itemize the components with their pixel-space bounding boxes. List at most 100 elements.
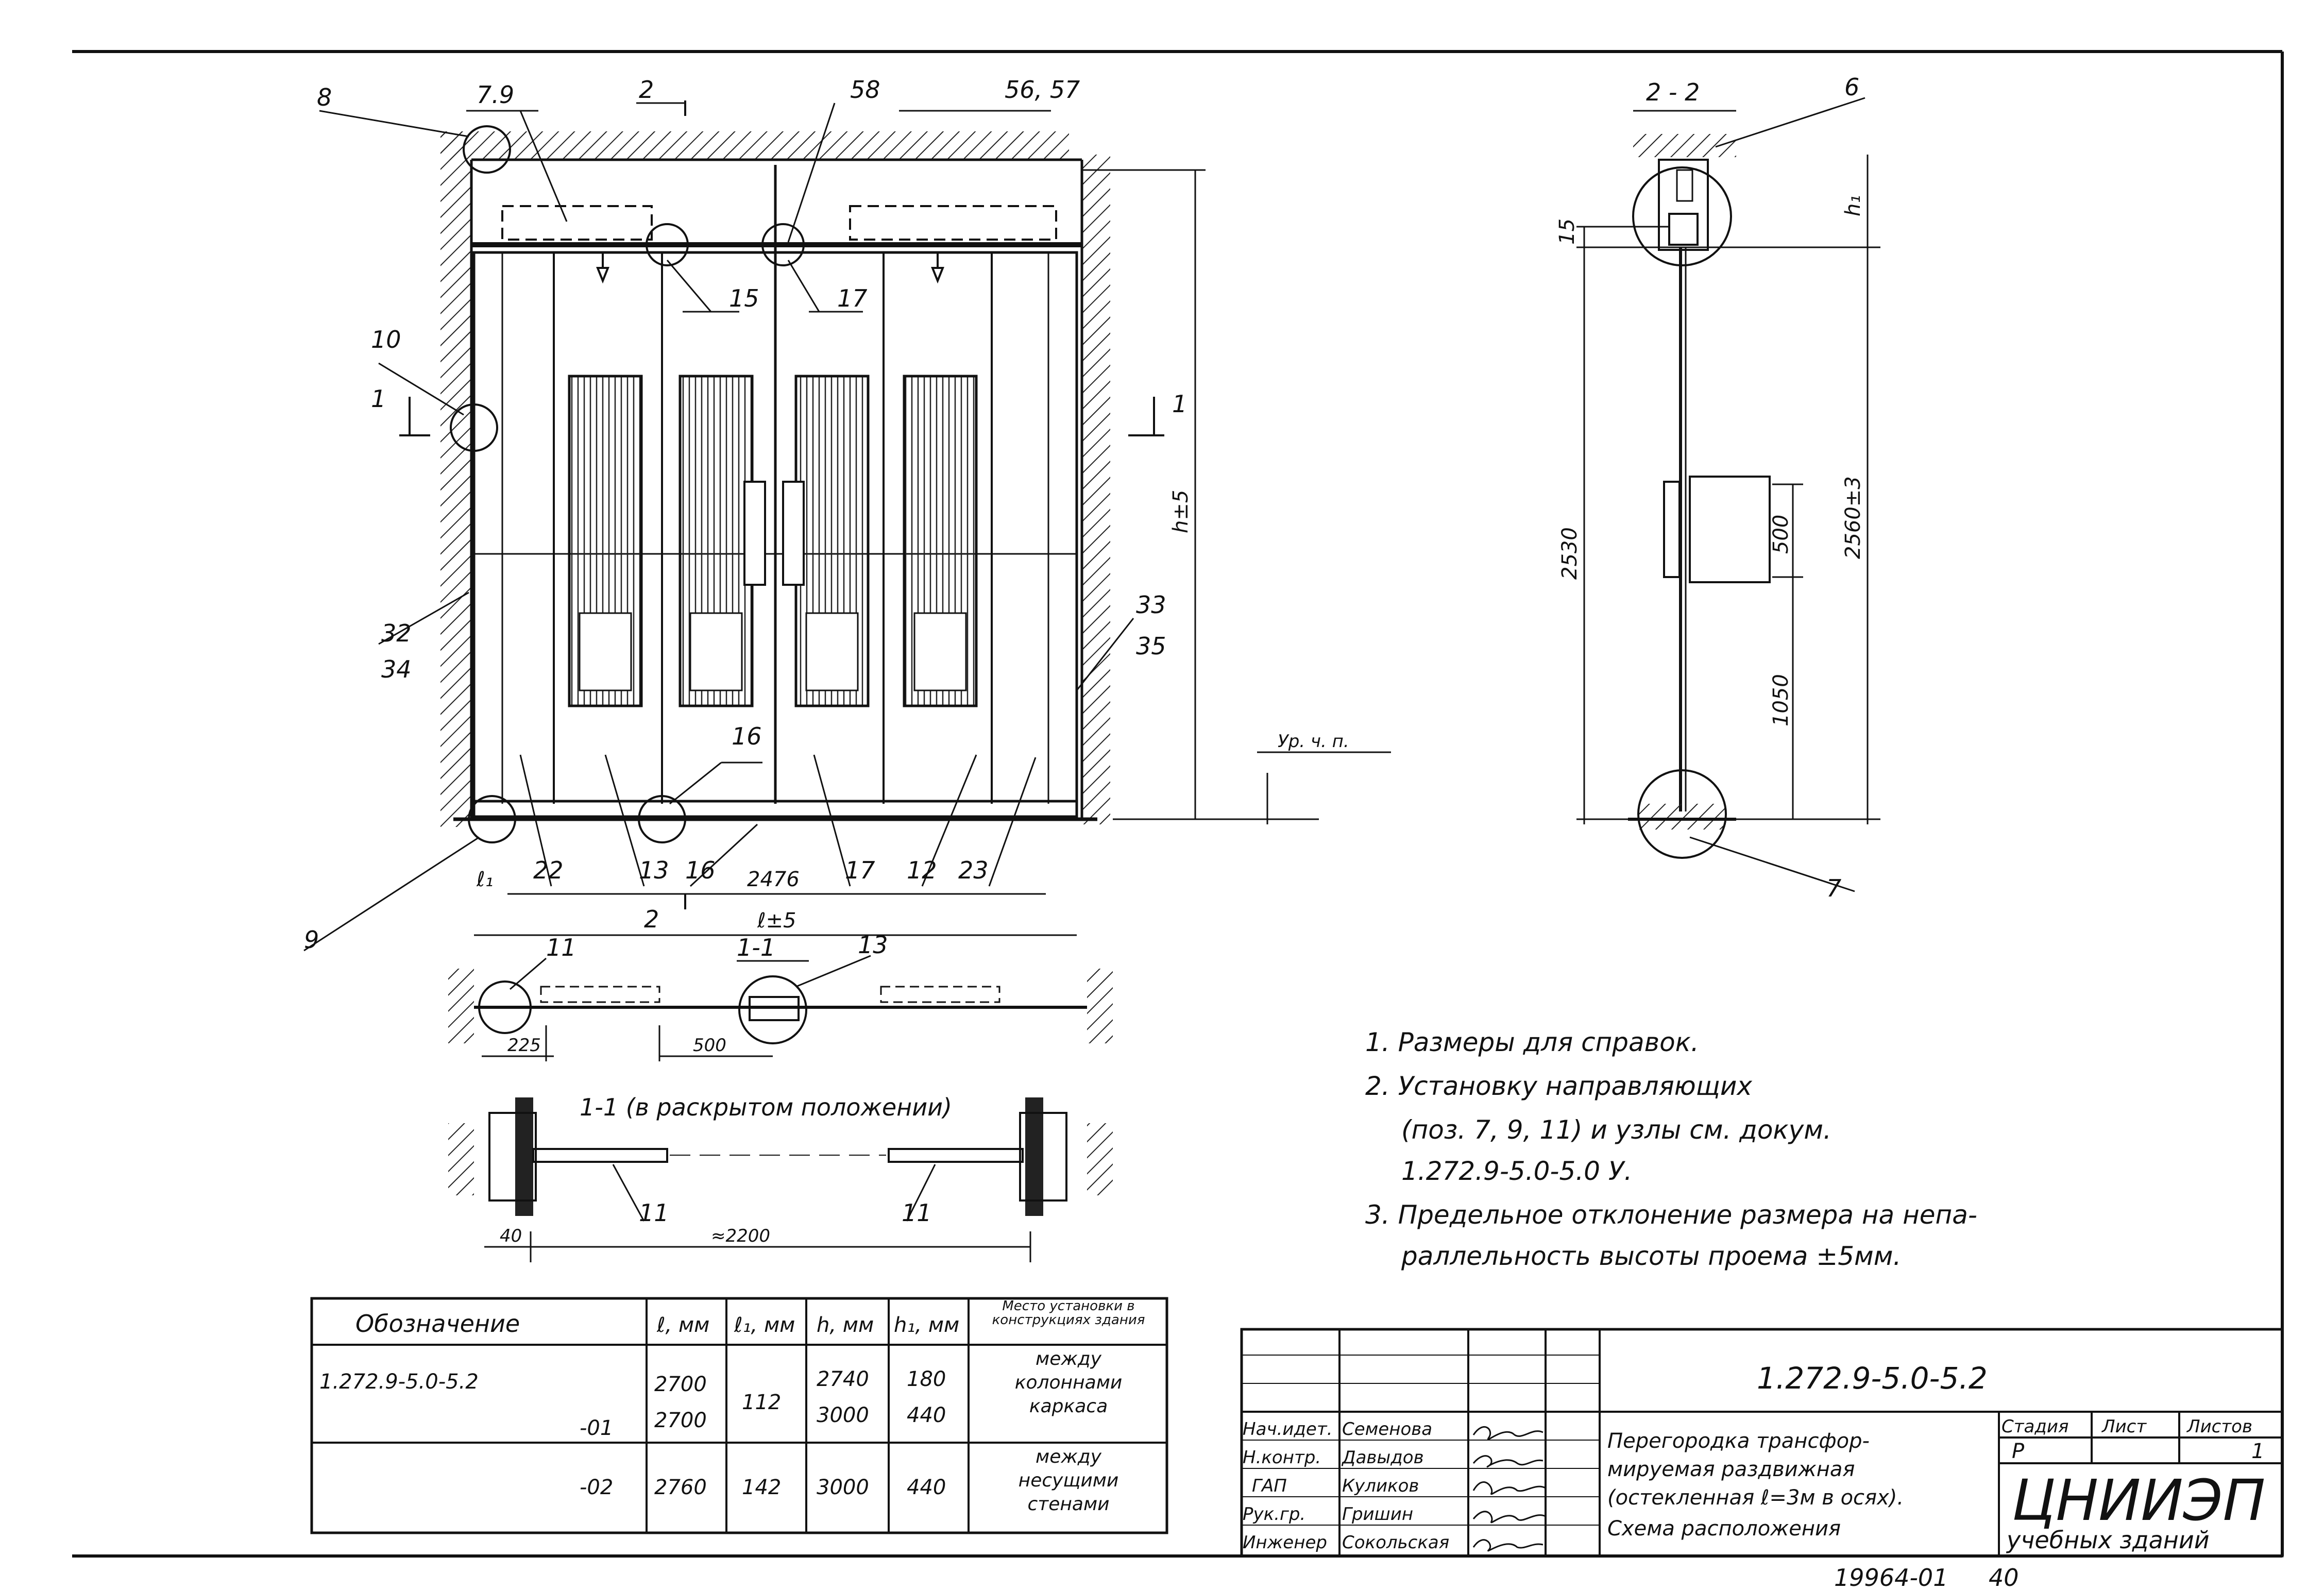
dim-2476: 2476 [747, 868, 800, 891]
row2-l: 2760 [654, 1476, 707, 1499]
name-2: Куликов [1342, 1476, 1419, 1496]
org-name: ЦНИИЭП [2012, 1467, 2265, 1533]
dim-500: 500 [693, 1035, 726, 1056]
stage-label: Стадия [2001, 1416, 2068, 1437]
footer: 19964-01 40 [1834, 1564, 2019, 1590]
section-2-2-title: 2 - 2 [1646, 78, 1700, 106]
th-l1: ℓ₁, мм [734, 1313, 795, 1337]
name-3: Гришин [1342, 1504, 1413, 1525]
row0-designation: 1.272.9-5.0-5.2 [319, 1370, 479, 1394]
callout-11-c: 11 [902, 1199, 932, 1227]
row0-h1: 180 [907, 1367, 946, 1391]
glazing-panels [568, 375, 978, 707]
front-elevation [303, 100, 1391, 952]
note-1: 1. Размеры для справок. [1365, 1027, 1699, 1057]
row2-l1: 142 [742, 1476, 781, 1499]
row2-h1: 440 [907, 1476, 946, 1499]
title-line-4: Схема расположения [1607, 1517, 1841, 1541]
left-wall-hatch [440, 131, 471, 827]
row1-l: 2700 [654, 1409, 707, 1432]
spec-table: Обозначение ℓ, мм ℓ₁, мм h, мм h₁, мм Ме… [310, 1297, 1168, 1534]
callout-16-a: 16 [732, 722, 762, 750]
th-h1: h₁, мм [894, 1313, 959, 1337]
dim-2560: 2560±3 [1841, 476, 1865, 559]
row0-h: 2740 [817, 1367, 869, 1391]
callout-13: 13 [639, 856, 669, 884]
callout-34: 34 [381, 655, 412, 683]
dim-h1: h₁ [1841, 195, 1865, 216]
handle-right [782, 481, 805, 586]
guide-box-left [501, 205, 653, 241]
sheets-value: 1 [2251, 1440, 2264, 1463]
title-line-1: Перегородка трансфор- [1607, 1429, 1870, 1453]
callout-7: 7 [1826, 874, 1841, 902]
row2-place: между несущими стенами [1018, 1446, 1119, 1515]
section-1-1-open: 1-1 (в раскрытом положении) 11 11 40 ≈22… [448, 1093, 1113, 1262]
callout-16-b: 16 [685, 856, 716, 884]
role-2: ГАП [1252, 1476, 1287, 1496]
dim-40: 40 [500, 1226, 522, 1246]
th-designation: Обозначение [355, 1310, 520, 1338]
callout-17: 17 [837, 284, 868, 312]
notes: 1. Размеры для справок. 2. Установку нап… [1365, 1027, 1977, 1271]
stage-value: Р [2012, 1440, 2025, 1463]
callout-9: 9 [304, 926, 319, 954]
name-0: Семенова [1342, 1419, 1432, 1440]
floor-level-label: Ур. ч. п. [1278, 731, 1349, 752]
note-3: 3. Предельное отклонение размера на непа… [1365, 1200, 1977, 1230]
handle-left [743, 481, 766, 586]
dim-1050: 1050 [1769, 674, 1793, 726]
callout-32: 32 [381, 619, 412, 647]
row1-h: 3000 [817, 1403, 869, 1427]
callout-1-right: 1 [1172, 390, 1187, 418]
right-wall-hatch [1082, 155, 1110, 824]
callout-11-b: 11 [639, 1199, 669, 1227]
callout-56-57: 56, 57 [1005, 76, 1080, 104]
dim-h-pm5: h±5 [1169, 490, 1193, 533]
archive-number: 19964-01 [1834, 1564, 1948, 1590]
callout-15: 15 [729, 284, 759, 312]
dim-l-pm5: ℓ±5 [757, 909, 796, 933]
th-h: h, мм [817, 1313, 874, 1337]
sheets-label: Листов [2186, 1416, 2252, 1437]
name-4: Сокольская [1342, 1532, 1449, 1553]
callout-22: 22 [533, 856, 564, 884]
title-block: 1.272.9-5.0-5.2 Перегородка трансфор- ми… [1240, 1328, 2284, 1558]
callout-2-bottom: 2 [644, 905, 659, 933]
page-number: 40 [1989, 1564, 2019, 1590]
front-labels: 8 7.9 2 58 56, 57 15 17 10 1 1 32 34 33 … [304, 76, 1349, 954]
th-l: ℓ, мм [656, 1313, 709, 1337]
ceiling-hatch [440, 131, 1069, 160]
callout-2-top: 2 [639, 76, 654, 104]
note-2: 2. Установку направляющих [1365, 1071, 1752, 1101]
dim-15: 15 [1555, 218, 1579, 245]
row0-place: между колоннами каркаса [1014, 1348, 1123, 1417]
role-3: Рук.гр. [1243, 1504, 1305, 1525]
callout-6: 6 [1844, 73, 1859, 101]
row2-designation: -02 [580, 1476, 613, 1499]
guide-box-right [849, 205, 1057, 241]
callout-17-b: 17 [845, 856, 875, 884]
callout-10: 10 [371, 326, 401, 353]
callout-33: 33 [1136, 591, 1166, 619]
note-2-cont: (поз. 7, 9, 11) и узлы см. докум. [1401, 1115, 1831, 1145]
doc-code: 1.272.9-5.0-5.2 [1757, 1361, 1988, 1396]
row2-h: 3000 [817, 1476, 869, 1499]
dim-225: 225 [507, 1035, 541, 1056]
section-1-1: 11 1-1 13 225 500 [448, 931, 1113, 1061]
callout-8: 8 [317, 83, 332, 111]
note-3-cont: раллельность высоты проема ±5мм. [1401, 1241, 1901, 1271]
role-0: Нач.идет. [1243, 1419, 1332, 1440]
sheet-label: Лист [2101, 1416, 2147, 1437]
dim-500-vertical: 500 [1769, 515, 1793, 554]
section-1-1-open-title: 1-1 (в раскрытом положении) [580, 1093, 952, 1121]
signatures [1472, 1426, 1546, 1552]
callout-1-left: 1 [371, 385, 386, 413]
section-2-2: 2 - 2 6 7 15 h₁ 2530 500 1050 2560±3 [1555, 73, 1880, 902]
callout-7-9: 7.9 [477, 81, 514, 109]
row0-l1: 112 [742, 1391, 781, 1414]
note-2-doc: 1.272.9-5.0-5.0 У. [1401, 1156, 1632, 1186]
th-place: Место установки в конструкциях здания [992, 1299, 1145, 1328]
org-subtitle: учебных зданий [2006, 1526, 2210, 1554]
callout-23: 23 [958, 856, 989, 884]
